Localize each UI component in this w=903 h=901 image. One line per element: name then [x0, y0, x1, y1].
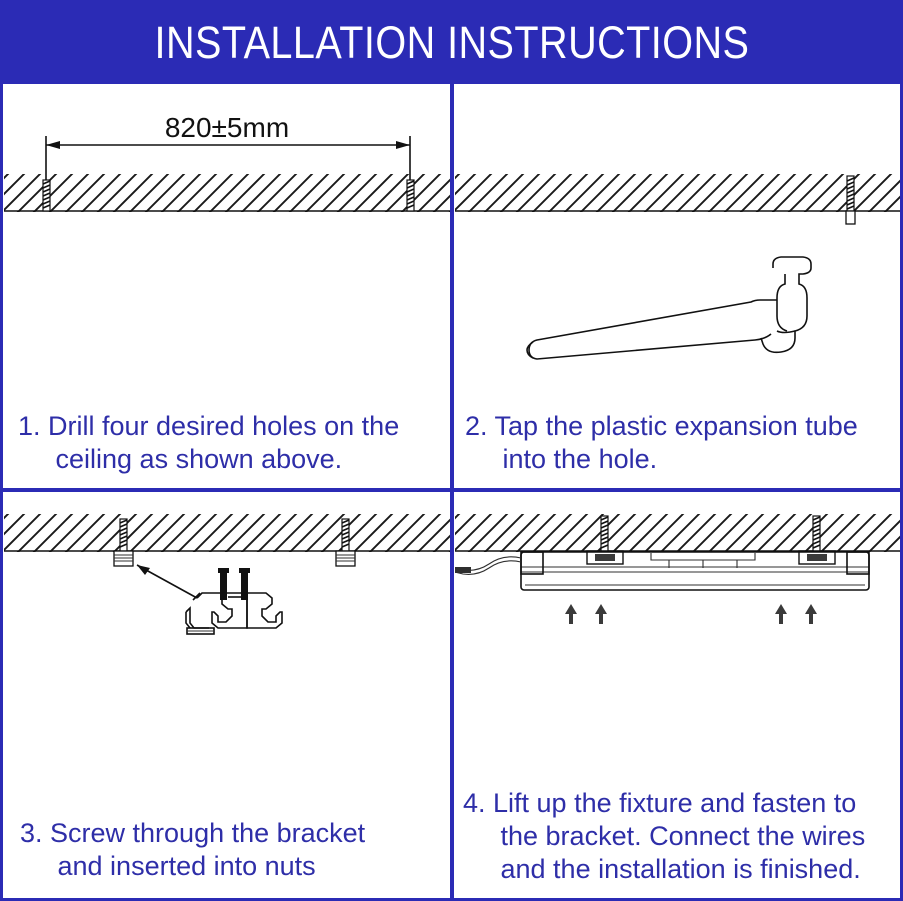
grid-divider-vertical [450, 84, 454, 901]
led-batten-fixture-icon [520, 551, 870, 591]
lift-arrows [565, 604, 817, 624]
bracket-right [798, 550, 836, 565]
border-right [900, 84, 903, 901]
page-header: INSTALLATION INSTRUCTIONS [0, 0, 903, 84]
step-3-caption: 3. Screw through the bracket and inserte… [20, 818, 366, 881]
mounting-bracket-icon [185, 568, 283, 635]
panel-step-2: 2. Tap the plastic expansion tube into t… [455, 88, 900, 488]
panel-step-4: 4. Lift up the fixture and fasten to the… [455, 492, 900, 898]
page-title: INSTALLATION INSTRUCTIONS [154, 16, 749, 68]
dimension-label: 820±5mm [164, 112, 290, 143]
ceiling-drill-diagram [4, 136, 450, 212]
panel-step-3: Bracket 3. Screw through the bracket and… [4, 492, 450, 898]
fixture-mount-diagram [455, 514, 900, 624]
anchor-nut-right [335, 518, 356, 567]
border-left [0, 84, 3, 901]
ceiling-hatch [455, 514, 900, 552]
border-bottom [0, 898, 903, 901]
step-1-caption: 1. Drill four desired holes on the ceili… [18, 411, 400, 474]
hammer-icon [526, 256, 812, 360]
leader-arrow [136, 564, 198, 599]
expansion-tube [845, 175, 856, 225]
ceiling-hatch [4, 514, 450, 552]
anchor-right [812, 515, 821, 552]
anchor-left [600, 515, 609, 552]
panel-step-1: 820±5mm [4, 88, 450, 488]
drill-hole-right [406, 179, 415, 212]
ceiling-hatch [4, 174, 450, 212]
bracket-left [586, 550, 624, 565]
bracket-mount-diagram [4, 514, 450, 635]
hammer-tap-diagram [455, 174, 900, 360]
step-2-caption: 2. Tap the plastic expansion tube into t… [465, 411, 858, 474]
step-4-caption: 4. Lift up the fixture and fasten to the… [463, 788, 866, 884]
ceiling-hatch [455, 174, 900, 212]
drill-hole-left [42, 179, 51, 212]
power-wire [455, 556, 522, 575]
anchor-nut-left [113, 518, 134, 567]
